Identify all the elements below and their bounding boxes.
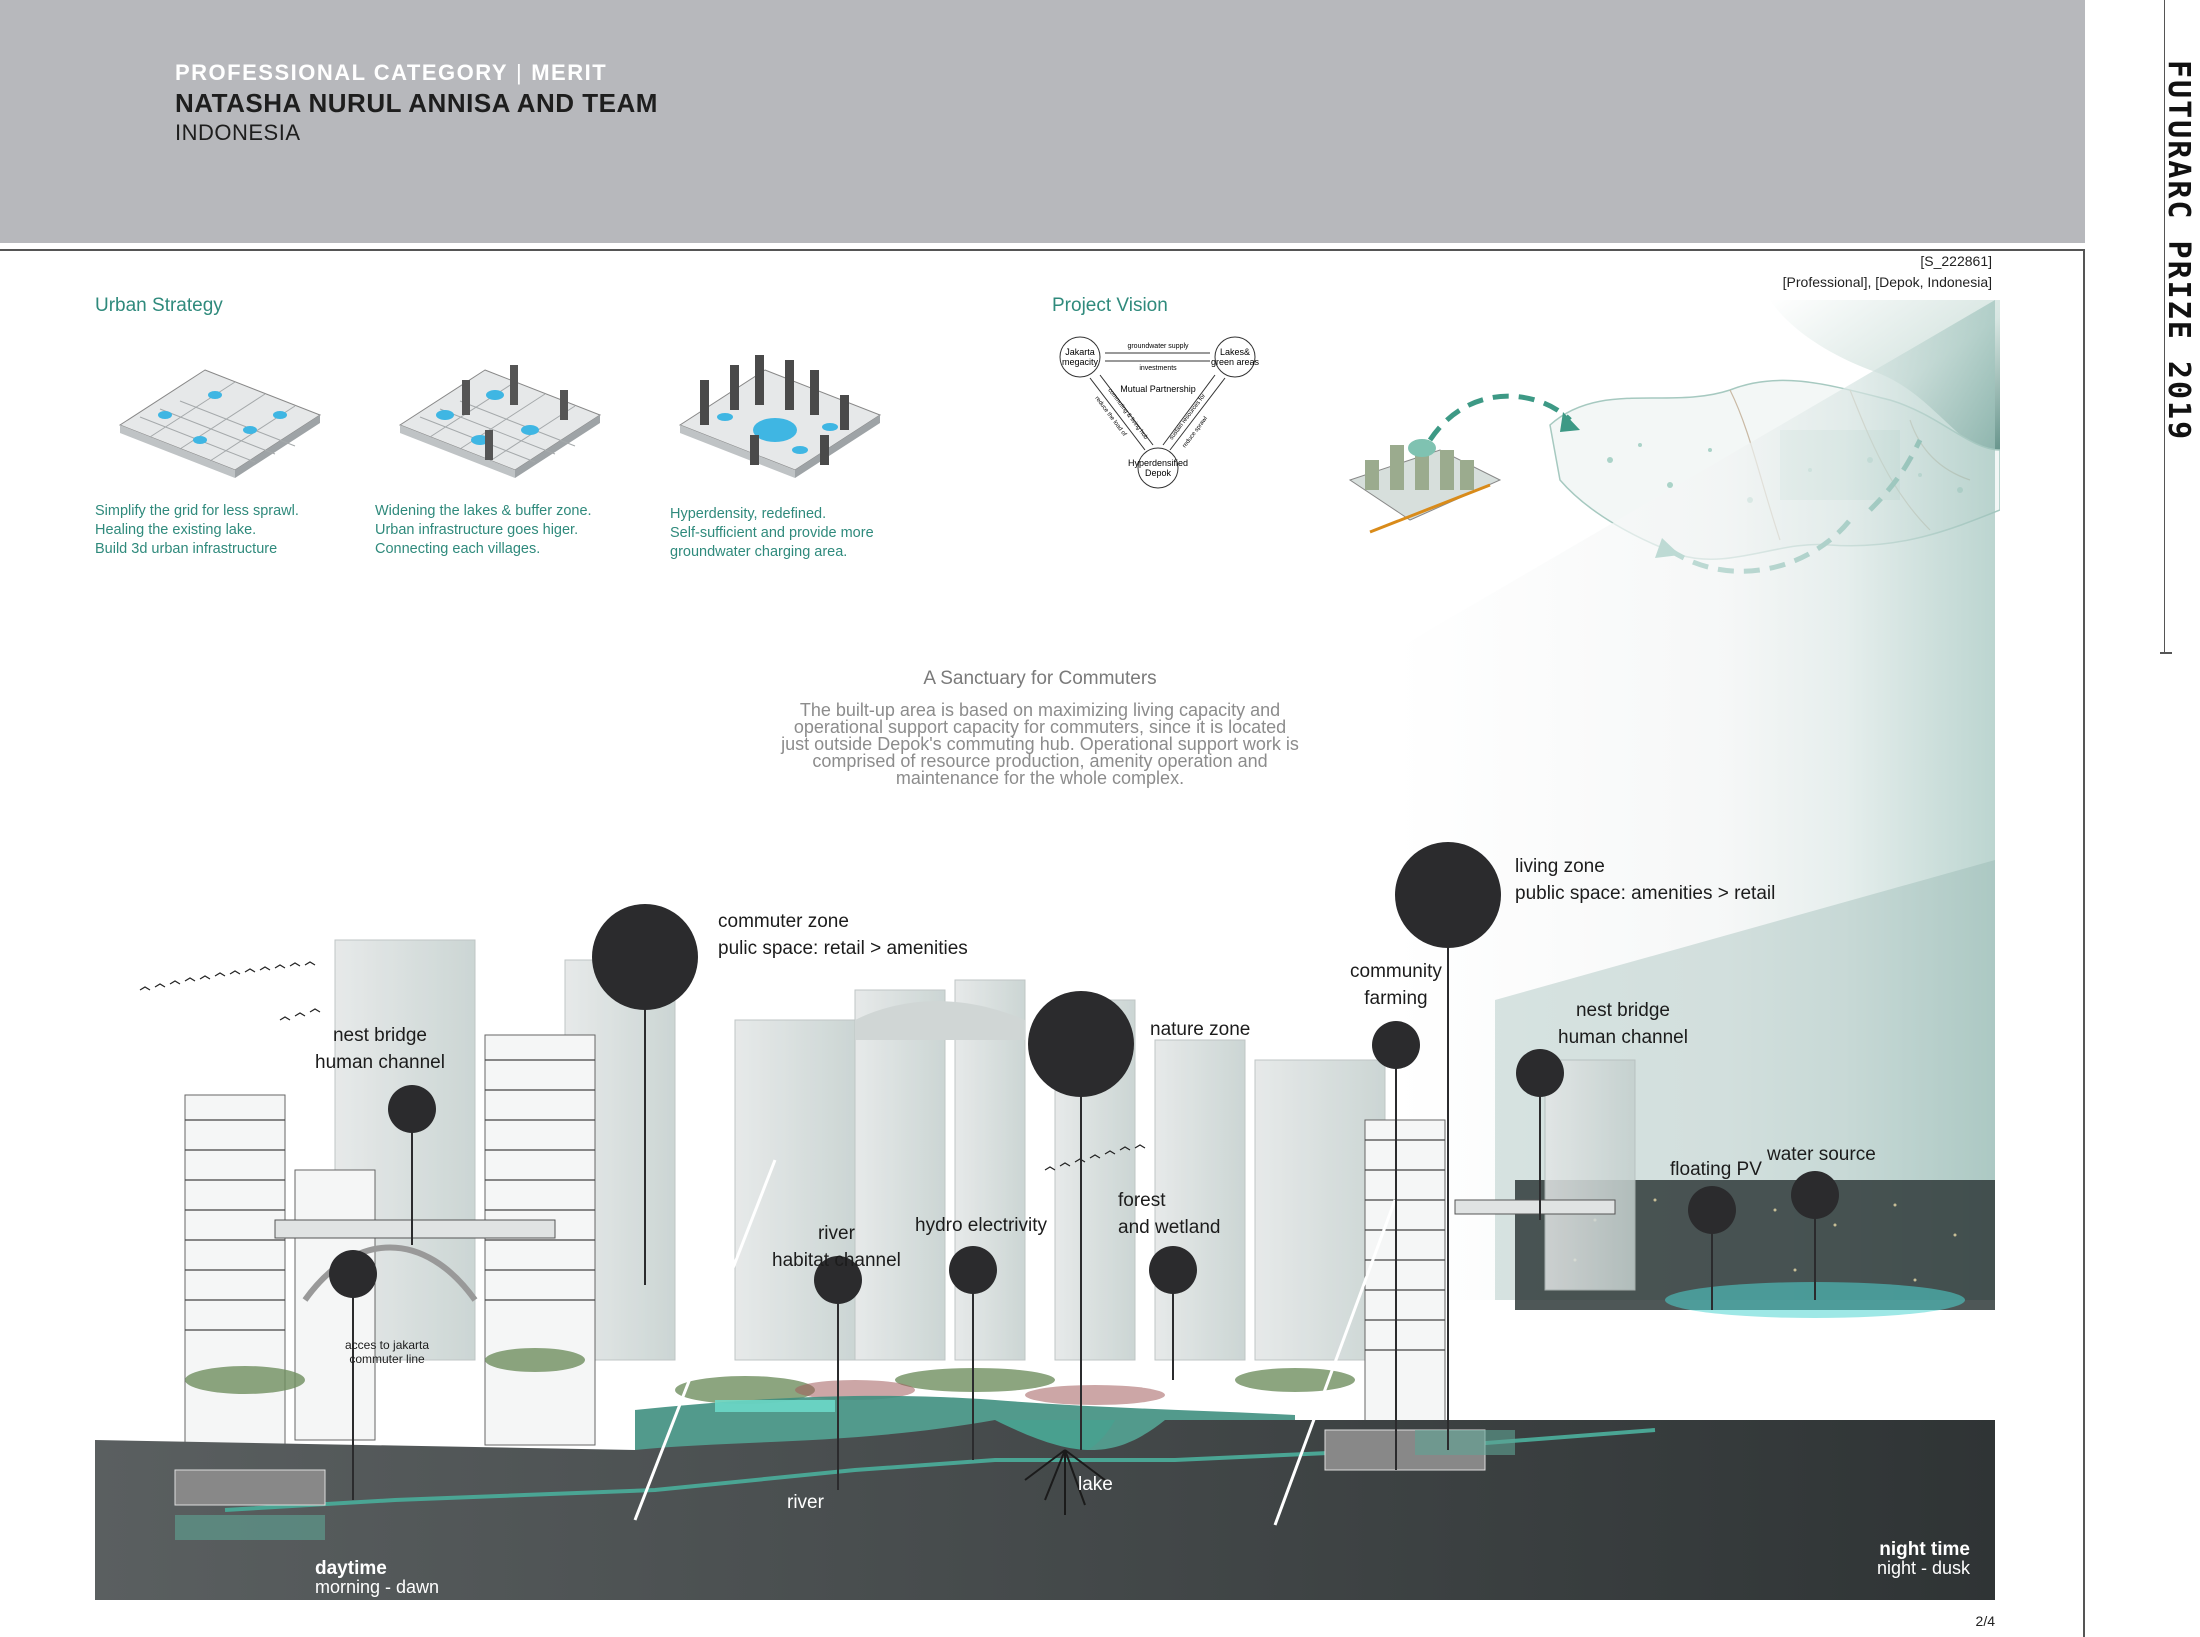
- caption-line: Build 3d urban infrastructure: [95, 541, 278, 557]
- label-line: pulic space: retail > amenities: [718, 938, 968, 959]
- marker-living-zone: [1395, 842, 1501, 948]
- caption-line: Urban infrastructure goes higer.: [375, 522, 579, 538]
- page-number: 2/4: [1975, 1613, 1995, 1629]
- label-forest-wetland: forest and wetland: [1118, 1187, 1220, 1241]
- marker-forest-wetland: [1149, 1246, 1197, 1294]
- label-line: nest bridge: [332, 1025, 427, 1046]
- caption-line: Self-sufficient and provide more: [670, 525, 874, 541]
- team-name: NATASHA NURUL ANNISA AND TEAM: [175, 88, 658, 118]
- vision-arrow-groundwater: groundwater supply: [1127, 343, 1189, 350]
- side-rule: [2164, 0, 2165, 652]
- vision-node-lakes-1: Lakes&: [1220, 347, 1250, 357]
- label-line: acces to jakarta: [345, 1338, 430, 1352]
- marker-community-farming: [1372, 1021, 1420, 1069]
- label-water-source: water source: [1767, 1144, 1876, 1165]
- nighttime-title: night time: [1879, 1539, 1970, 1560]
- vision-node-jakarta-2: megacity: [1062, 357, 1099, 367]
- caption-line: Healing the existing lake.: [95, 522, 257, 538]
- label-river: river: [787, 1492, 824, 1513]
- side-title: FUTURARC PRIZE 2019: [2161, 60, 2196, 442]
- vision-node-depok-1: Hyperdensified: [1128, 458, 1188, 468]
- label-floating-pv: floating PV: [1670, 1159, 1762, 1180]
- strategy-diagram-3: [678, 355, 882, 478]
- label-line: community: [1350, 961, 1442, 982]
- label-line: nest bridge: [1575, 1000, 1670, 1021]
- strategy-caption-2: Widening the lakes & buffer zone. Urban …: [375, 502, 592, 559]
- marker-river-habitat: [814, 1256, 862, 1304]
- label-line: human channel: [315, 1052, 445, 1073]
- caption-line: Hyperdensity, redefined.: [670, 506, 827, 522]
- label-line: and wetland: [1118, 1217, 1221, 1238]
- side-tick: [2160, 652, 2172, 654]
- sanctuary-body: The built-up area is based on maximizing…: [781, 700, 1299, 788]
- caption-line: Connecting each villages.: [375, 541, 541, 557]
- marker-nest-bridge-right: [1516, 1049, 1564, 1097]
- marker-hydro-electricity: [949, 1246, 997, 1294]
- frame-top: [0, 249, 2085, 251]
- marker-nest-bridge-left: [388, 1085, 436, 1133]
- strategy-caption-1: Simplify the grid for less sprawl. Heali…: [95, 502, 299, 559]
- nighttime-label: night time night - dusk: [1870, 1539, 1970, 1578]
- nighttime-subtitle: night - dusk: [1876, 1558, 1970, 1578]
- daytime-subtitle: morning - dawn: [315, 1577, 440, 1597]
- reference-code: [S_222861]: [1920, 253, 1992, 269]
- caption-line: groundwater charging area.: [670, 544, 848, 560]
- section-illustration: [95, 300, 1995, 1600]
- label-hydro-electricity: hydro electrivity: [915, 1215, 1047, 1236]
- label-line: human channel: [1558, 1027, 1688, 1048]
- award-category: PROFESSIONAL CATEGORY|MERIT: [175, 60, 608, 85]
- project-vision-title: Project Vision: [1052, 295, 1168, 316]
- urban-strategy-diagrams: [118, 355, 882, 478]
- label-line: commuter zone: [718, 911, 849, 932]
- marker-commuter-zone: [592, 904, 698, 1010]
- project-vision-diagram: Jakarta megacity Lakes& green areas Hype…: [1059, 336, 1260, 489]
- label-lake: lake: [1078, 1474, 1113, 1495]
- caption-line: Simplify the grid for less sprawl.: [95, 503, 299, 519]
- urban-strategy-title: Urban Strategy: [95, 295, 223, 316]
- vision-node-jakarta-1: Jakarta: [1065, 347, 1095, 357]
- daytime-label: daytime morning - dawn: [315, 1558, 440, 1597]
- vision-node-lakes-2: green areas: [1211, 357, 1260, 367]
- label-line: living zone: [1515, 856, 1605, 877]
- vision-arrow-investments: investments: [1139, 365, 1177, 372]
- strategy-caption-3: Hyperdensity, redefined. Self-sufficient…: [670, 505, 874, 562]
- label-line: public space: amenities > retail: [1515, 883, 1776, 904]
- marker-nature-zone: [1028, 991, 1134, 1097]
- label-nest-bridge-left: nest bridge human channel: [315, 1022, 445, 1076]
- vision-node-depok-2: Depok: [1145, 468, 1172, 478]
- label-commuter-zone: commuter zone pulic space: retail > amen…: [718, 908, 968, 962]
- frame-right: [2083, 249, 2085, 1637]
- strategy-diagram-2: [398, 365, 602, 478]
- marker-water-source: [1791, 1171, 1839, 1219]
- label-living-zone: living zone public space: amenities > re…: [1515, 853, 1775, 907]
- label-line: farming: [1364, 988, 1428, 1009]
- team-country: INDONESIA: [175, 120, 301, 145]
- daytime-title: daytime: [315, 1558, 387, 1579]
- label-access-jakarta: acces to jakarta commuter line: [345, 1338, 429, 1366]
- vision-center-label: Mutual Partnership: [1120, 384, 1196, 394]
- header-band: [0, 0, 2085, 243]
- marker-access-jakarta: [329, 1250, 377, 1298]
- label-river-habitat: river habitat channel: [772, 1220, 901, 1274]
- label-line: habitat channel: [772, 1250, 901, 1271]
- label-community-farming: community farming: [1350, 958, 1442, 1012]
- label-nature-zone: nature zone: [1150, 1019, 1251, 1040]
- marker-floating-pv: [1688, 1186, 1736, 1234]
- label-nest-bridge-right: nest bridge human channel: [1558, 997, 1688, 1051]
- label-line: forest: [1118, 1190, 1166, 1211]
- strategy-diagram-1: [118, 369, 322, 478]
- caption-line: Widening the lakes & buffer zone.: [375, 503, 592, 519]
- label-line: commuter line: [349, 1352, 425, 1366]
- sanctuary-title: A Sanctuary for Commuters: [923, 668, 1157, 689]
- label-line: river: [817, 1223, 855, 1244]
- reference-info: [Professional], [Depok, Indonesia]: [1782, 274, 1992, 290]
